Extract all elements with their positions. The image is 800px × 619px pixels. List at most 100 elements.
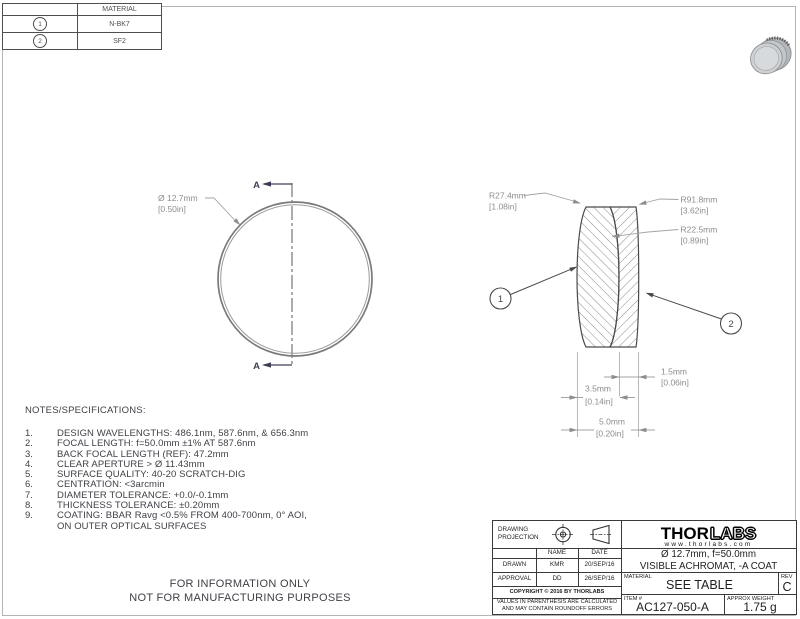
- dim-t2: 1.5mm [0.06in]: [604, 367, 689, 388]
- r-left-callout: R27.4mm [1.08in]: [489, 191, 581, 212]
- divider: [493, 586, 621, 587]
- drawing-views: A A Ø 12.7mm [0.50in]: [158, 180, 743, 439]
- t1-in: [0.14in]: [585, 397, 613, 407]
- section-arrow-bottom: A: [253, 361, 292, 372]
- note-item: 9.COATING: BBAR Ravg <0.5% FROM 400-700n…: [25, 510, 307, 532]
- approval-label: APPROVAL: [497, 575, 532, 583]
- note-item: 3.BACK FOCAL LENGTH (REF): 47.2mm: [25, 448, 229, 460]
- diameter-mm: Ø 12.7mm: [158, 193, 198, 203]
- diameter-callout: Ø 12.7mm [0.50in]: [158, 193, 241, 226]
- title-block: DRAWING PROJECTION NAME DATE DRAWN KMR 2…: [492, 520, 797, 615]
- name-header: NAME: [547, 549, 567, 557]
- lens-element-1: [576, 206, 620, 348]
- note-item: 4.CLEAR APERTURE > Ø 11.43mm: [25, 458, 205, 470]
- diameter-in: [0.50in]: [158, 204, 186, 214]
- note-item: 7.DIAMETER TOLERANCE: +0.0/-0.1mm: [25, 489, 229, 501]
- projection-symbol-icon: [552, 524, 612, 545]
- item-value: AC127-050-A: [636, 599, 709, 614]
- dim-t1: 3.5mm [0.14in]: [561, 383, 635, 407]
- material-table-header-empty: [3, 4, 78, 15]
- r-left-in: [1.08in]: [489, 202, 517, 212]
- section-label-bottom: A: [253, 361, 260, 372]
- notes-section: NOTES/SPECIFICATIONS: 1.DESIGN WAVELENGT…: [25, 405, 385, 532]
- weight-label: APPROX WEIGHT: [727, 596, 775, 602]
- t2-in: [0.06in]: [661, 378, 689, 388]
- total-in: [0.20in]: [596, 429, 624, 439]
- material-table: MATERIAL 1 N-BK7 2 SF2: [2, 3, 162, 50]
- balloon-1-icon: 1: [33, 17, 47, 31]
- part-title-line2: VISIBLE ACHROMAT, -A COAT: [639, 560, 778, 572]
- material-value: SEE TABLE: [666, 578, 733, 592]
- section-label-top: A: [253, 180, 260, 191]
- divider: [724, 594, 725, 614]
- balloon-2: 2: [645, 292, 743, 335]
- divider: [493, 548, 796, 549]
- footer-line2: NOT FOR MANUFACTURING PURPOSES: [129, 591, 351, 604]
- material-table-header-label: MATERIAL: [102, 6, 137, 13]
- drawn-label: DRAWN: [502, 561, 527, 569]
- divider: [778, 572, 779, 594]
- notes-title: NOTES/SPECIFICATIONS:: [25, 405, 146, 416]
- material-table-row: 2 SF2: [3, 32, 161, 49]
- r-right-in: [3.62in]: [681, 206, 709, 216]
- rev-value: C: [782, 579, 792, 594]
- part-title-line1: Ø 12.7mm, f=50.0mm: [660, 548, 756, 560]
- website-url: www.thorlabs.com: [664, 541, 753, 548]
- lens-element-2: [609, 206, 640, 348]
- dim-total: 5.0mm [0.20in]: [561, 416, 655, 439]
- r-right-mm: R91.8mm: [681, 195, 718, 205]
- rev-label: REV: [781, 574, 793, 580]
- front-view: A A Ø 12.7mm [0.50in]: [158, 180, 373, 372]
- material-2-value: SF2: [113, 37, 126, 45]
- lens-inner-edge-circle: [220, 204, 370, 354]
- note-item: 8.THICKNESS TOLERANCE: ±0.20mm: [25, 500, 220, 512]
- r-interface-mm: R22.5mm: [681, 225, 718, 235]
- t2-mm: 1.5mm: [661, 367, 687, 377]
- lens-outline-circle: [217, 201, 373, 357]
- note-item: 5.SURFACE QUALITY: 40-20 SCRATCH-DIG: [25, 469, 246, 481]
- divider: [621, 521, 622, 614]
- divider: [578, 548, 579, 586]
- material-table-row: 1 N-BK7: [3, 15, 161, 32]
- divider: [493, 558, 621, 559]
- section-view: R27.4mm [1.08in] R91.8mm [3.62in] R22.5m…: [489, 191, 743, 439]
- t1-mm: 3.5mm: [585, 384, 611, 394]
- disclaimer: VALUES IN PARENTHESIS ARE CALCULATED AND…: [496, 599, 618, 612]
- divider: [493, 598, 621, 599]
- drawn-name: KMR: [550, 561, 564, 569]
- divider: [493, 572, 796, 573]
- note-item: 2.FOCAL LENGTH: f=50.0mm ±1% AT 587.6nm: [25, 438, 256, 450]
- projection-label: DRAWING PROJECTION: [498, 526, 539, 541]
- item-label: ITEM #: [624, 596, 643, 602]
- balloon-2-number: 2: [728, 319, 733, 330]
- footer-line1: FOR INFORMATION ONLY: [169, 578, 311, 590]
- information-only-note: FOR INFORMATION ONLY NOT FOR MANUFACTURI…: [60, 578, 420, 605]
- note-item: 6.CENTRATION: <3arcmin: [25, 479, 165, 491]
- balloon-2-icon: 2: [33, 34, 47, 48]
- sheet-border: [2, 6, 796, 616]
- balloon-1-number: 1: [38, 20, 42, 28]
- section-arrow-top: A: [253, 180, 292, 191]
- material-1-value: N-BK7: [109, 20, 130, 28]
- approval-date: 26/SEP/16: [584, 575, 615, 583]
- date-header: DATE: [591, 549, 608, 557]
- weight-value: 1.75 g: [743, 599, 777, 614]
- r-interface-in: [0.89in]: [681, 236, 709, 246]
- material-label: MATERIAL: [624, 574, 652, 580]
- total-mm: 5.0mm: [599, 417, 625, 427]
- approval-name: DD: [552, 575, 562, 583]
- balloon-1-number: 1: [498, 294, 503, 305]
- copyright: COPYRIGHT © 2016 BY THORLABS: [509, 588, 605, 595]
- note-item: 1.DESIGN WAVELENGTHS: 486.1nm, 587.6nm, …: [25, 428, 309, 439]
- drawn-date: 20/SEP/16: [584, 561, 615, 569]
- balloon-1: 1: [489, 266, 578, 310]
- r-right-callout: R91.8mm [3.62in]: [638, 195, 718, 216]
- material-table-header-row: MATERIAL: [3, 4, 161, 15]
- lens-3d-icon: [750, 36, 792, 75]
- divider: [621, 594, 796, 595]
- r-interface-callout: R22.5mm [0.89in]: [611, 225, 718, 246]
- divider: [536, 548, 537, 586]
- r-left-mm: R27.4mm: [489, 191, 526, 201]
